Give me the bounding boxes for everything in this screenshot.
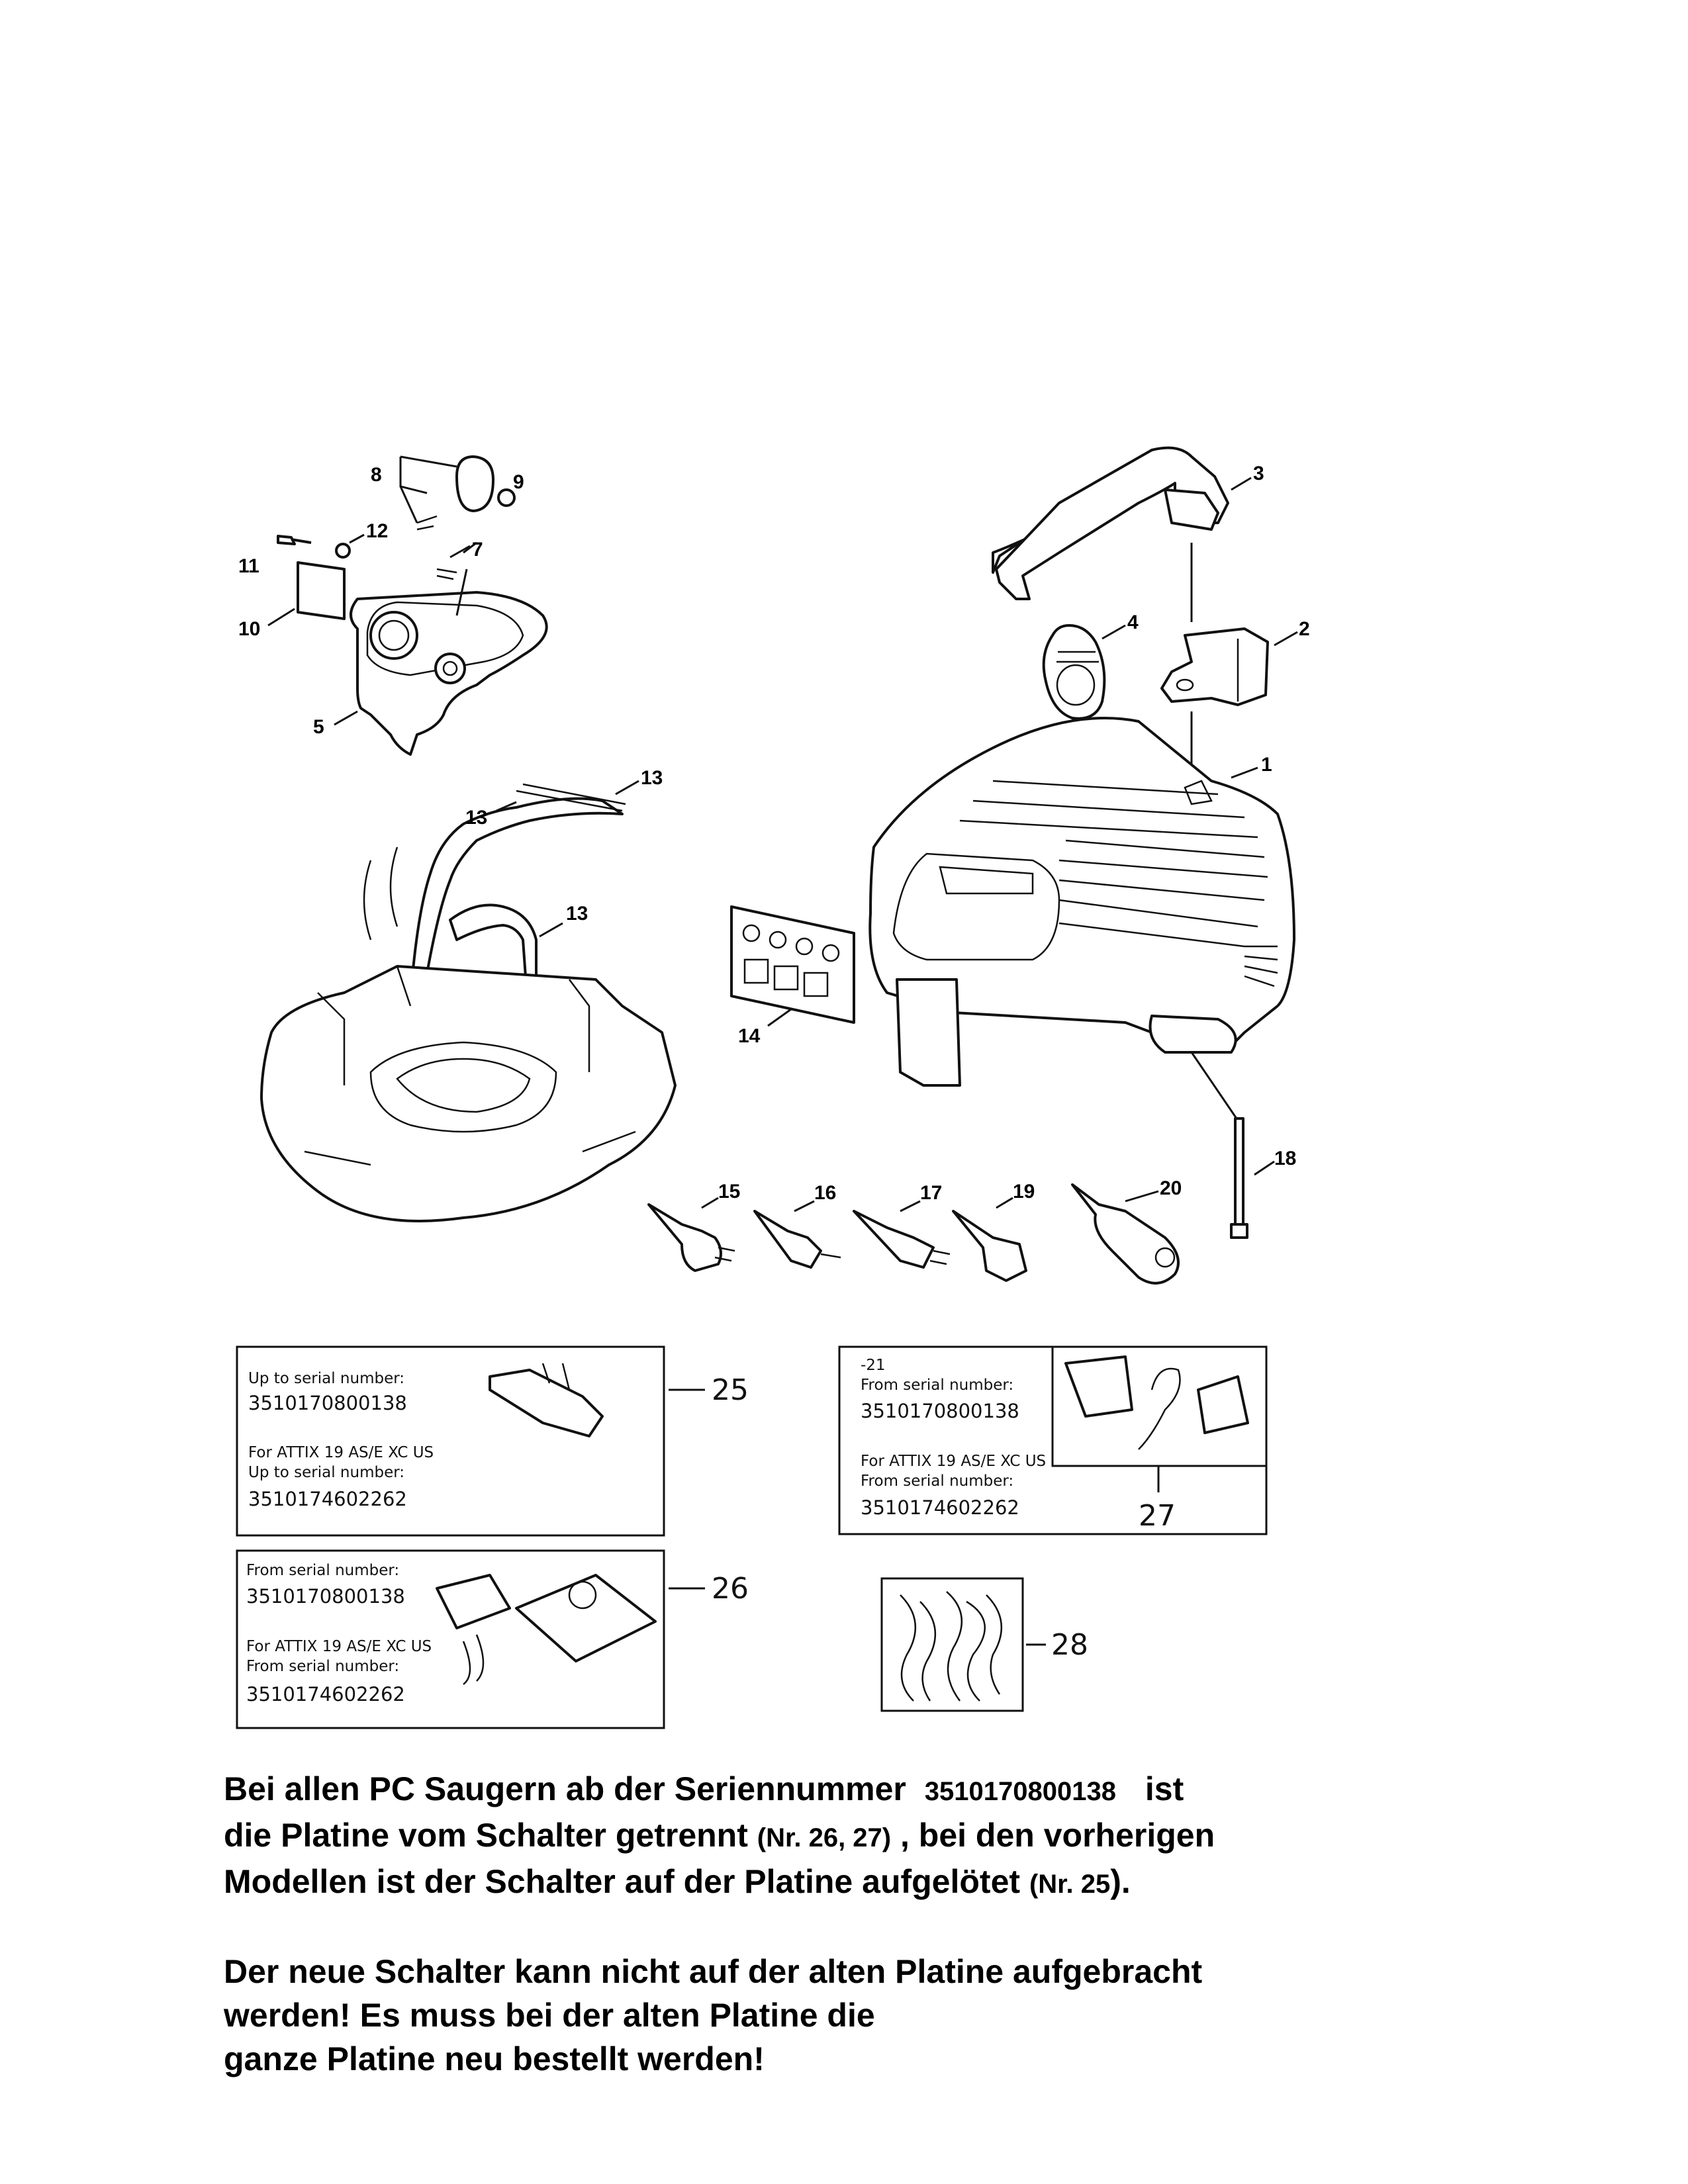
svg-text:Up to serial number:: Up to serial number: [248,1370,404,1387]
part-control-panel [277,455,548,756]
svg-text:3510170800138: 3510170800138 [246,1585,405,1608]
part-latch [1042,624,1106,720]
svg-text:3510174602262: 3510174602262 [246,1683,405,1706]
part-power-cords [647,1183,1180,1285]
part-cover-plate [297,561,346,620]
callout-1: 1 [1261,754,1272,776]
svg-text:For ATTIX 19 AS/E XC US: For ATTIX 19 AS/E XC US [861,1453,1046,1470]
note-line-5: werden! Es muss bei der alten Platine di… [224,1997,875,2034]
pcb-with-switch [489,1369,604,1437]
svg-text:For ATTIX 19 AS/E XC US: For ATTIX 19 AS/E XC US [246,1638,432,1655]
pcb-small [436,1574,511,1629]
svg-text:For ATTIX 19 AS/E XC US: For ATTIX 19 AS/E XC US [248,1444,434,1461]
part-long-screw [1190,1052,1248,1239]
part-handle [992,446,1229,600]
callout-16: 16 [814,1182,836,1204]
svg-text:Up to serial number:: Up to serial number: [248,1464,404,1481]
callout-7: 7 [472,539,483,561]
part-bracket [1160,627,1269,706]
part-knob [455,455,494,512]
note-block: Bei allen PC Saugern ab der Seriennummer… [224,1767,1481,2081]
note-line-3: Modellen ist der Schalter auf der Platin… [224,1863,1131,1900]
svg-text:3510170800138: 3510170800138 [861,1400,1019,1422]
svg-text:3510170800138: 3510170800138 [248,1392,407,1414]
callout-17: 17 [920,1182,942,1204]
callout-18: 18 [1274,1148,1296,1169]
callout-19: 19 [1013,1181,1035,1203]
note-line-6: ganze Platine neu bestellt werden! [224,2040,765,2077]
svg-text:3510174602262: 3510174602262 [248,1488,407,1510]
part-screw [436,568,457,580]
callout-21: -21 [861,1357,886,1374]
switch-part [1064,1355,1133,1418]
callout-26: 26 [712,1572,749,1606]
svg-text:From serial number:: From serial number: [861,1473,1013,1490]
box-part-28: 28 [880,1577,1088,1712]
callout-12: 12 [366,520,388,542]
box-part-25: Up to serial number: 3510170800138 For A… [236,1345,749,1537]
box-part-27: -21 From serial number: 3510170800138 Fo… [838,1345,1268,1535]
callout-5: 5 [313,716,324,738]
part-screw [416,515,438,531]
svg-text:From serial number:: From serial number: [246,1562,399,1579]
part-washer [335,543,351,559]
note-line-2: die Platine vom Schalter getrennt (Nr. 2… [224,1817,1215,1854]
callouts: 1 2 3 4 5 7 8 9 10 11 12 13 13 13 14 15 … [238,463,1310,1212]
callout-28: 28 [1051,1628,1088,1662]
svg-text:From serial number:: From serial number: [861,1377,1013,1394]
switch-bracket [1197,1375,1249,1434]
callout-14: 14 [738,1025,761,1047]
callout-3: 3 [1253,463,1264,484]
callout-9: 9 [513,471,524,493]
part-screw [277,535,312,545]
pcb-main [515,1574,657,1662]
callout-11: 11 [238,555,259,577]
part-hoses [363,783,626,1001]
svg-text:From serial number:: From serial number: [246,1658,399,1675]
part-label-plate [730,905,855,1024]
callout-10: 10 [238,618,260,640]
callout-20: 20 [1160,1177,1182,1199]
part-top-cover [868,717,1295,1087]
callout-13c: 13 [566,903,588,925]
callout-25: 25 [712,1373,749,1407]
box-part-26: From serial number: 3510170800138 For AT… [236,1549,749,1729]
part-base-housing [260,965,677,1222]
note-line-4: Der neue Schalter kann nicht auf der alt… [224,1953,1203,1990]
callout-4: 4 [1127,612,1139,633]
callout-2: 2 [1299,618,1310,640]
callout-8: 8 [371,464,382,486]
callout-15: 15 [718,1181,740,1203]
callout-13b: 13 [465,807,487,829]
part-o-ring [497,488,516,507]
callout-27: 27 [1139,1499,1176,1533]
note-serial: 3510170800138 [924,1777,1116,1806]
note-line-1: Bei allen PC Saugern ab der Seriennummer… [224,1770,1184,1807]
svg-text:3510174602262: 3510174602262 [861,1496,1019,1519]
callout-13a: 13 [641,767,663,789]
